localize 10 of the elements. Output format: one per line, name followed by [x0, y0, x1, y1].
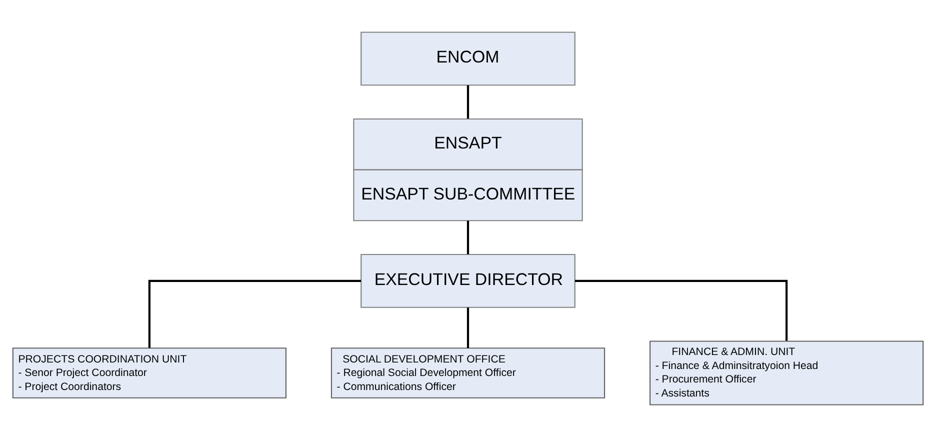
- node-box: EXECUTIVE DIRECTOR: [360, 253, 576, 308]
- node-box: PROJECTS COORDINATION UNIT - Senor Project Coordinator - Project Coordinators: [12, 347, 286, 398]
- connector: [466, 220, 470, 254]
- node-box: ENCOM: [360, 31, 576, 86]
- connector: [466, 307, 470, 348]
- node-box: FINANCE & ADMIN. UNIT - Finance & Adminsitratyoion Head - Procurement Officer - Assistants: [650, 340, 924, 405]
- connector: [574, 279, 788, 340]
- connector: [466, 84, 470, 118]
- connector: [148, 279, 362, 348]
- node-box: SOCIAL DEVELOPMENT OFFICE - Regional Social Development Officer - Communications Officer: [330, 347, 606, 398]
